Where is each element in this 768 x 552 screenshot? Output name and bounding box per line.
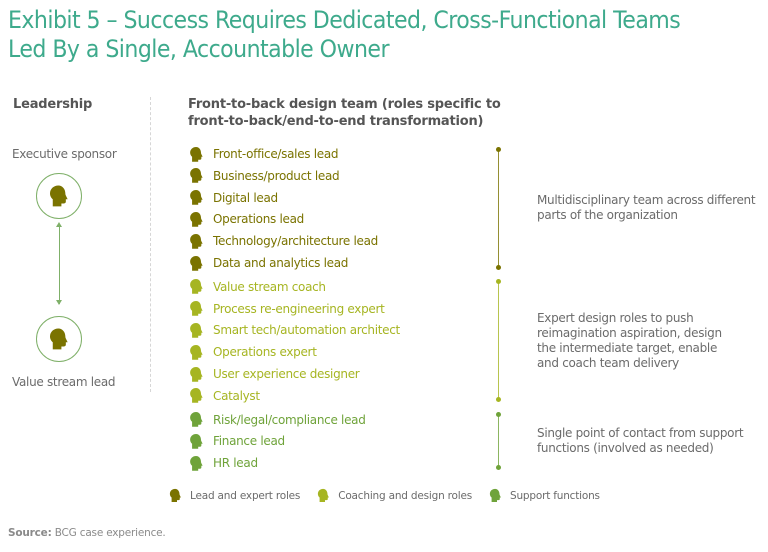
value-stream-lead-label: Value stream lead: [12, 375, 116, 389]
role-item: Operations lead: [188, 210, 304, 228]
legend-item-coaching: Coaching and design roles: [316, 488, 472, 503]
head-silhouette-icon: [488, 488, 503, 503]
role-item: Smart tech/automation architect: [188, 321, 400, 339]
role-label: Digital lead: [213, 190, 278, 205]
head-silhouette-icon: [188, 278, 205, 295]
bracket-dot: [495, 279, 501, 285]
role-label: Business/product lead: [213, 168, 340, 183]
role-item: Business/product lead: [188, 167, 340, 185]
role-item: Process re-engineering expert: [188, 300, 385, 318]
team-heading-bold: Front-to-back design team: [188, 97, 378, 112]
bracket-dot: [495, 264, 501, 270]
role-item: Digital lead: [188, 189, 278, 207]
leadership-heading: Leadership: [13, 97, 93, 112]
role-item: Risk/legal/compliance lead: [188, 411, 366, 429]
bracket-line: [498, 414, 499, 468]
column-divider: [150, 97, 151, 392]
head-silhouette-icon: [316, 488, 331, 503]
head-silhouette-icon: [188, 211, 205, 228]
legend-item-support: Support functions: [488, 488, 600, 503]
exhibit-title: Exhibit 5 – Success Requires Dedicated, …: [8, 6, 681, 63]
executive-sponsor-avatar: [36, 173, 82, 219]
group-description-lead: Multidisciplinary team across different …: [537, 193, 756, 222]
role-item: Catalyst: [188, 387, 260, 405]
role-label: Front-office/sales lead: [213, 147, 339, 161]
role-label: Operations lead: [213, 212, 304, 227]
bracket-dot: [495, 464, 501, 470]
head-silhouette-icon: [188, 167, 205, 184]
head-silhouette-icon: [188, 387, 205, 404]
role-label: Finance lead: [213, 434, 285, 449]
bracket-dot: [495, 397, 501, 403]
reporting-arrow-line: [59, 224, 60, 304]
bracket-line: [498, 281, 499, 400]
role-item: User experience designer: [188, 365, 360, 383]
team-heading-rest: (roles specific to front-to-back/end-to-…: [188, 97, 501, 129]
head-silhouette-icon: [188, 411, 205, 428]
head-silhouette-icon: [188, 189, 205, 206]
role-label: Value stream coach: [213, 279, 326, 294]
role-item: Front-office/sales lead: [188, 145, 339, 163]
role-label: Process re-engineering expert: [213, 301, 385, 316]
head-silhouette-icon: [188, 366, 205, 383]
role-label: Technology/architecture lead: [213, 234, 378, 249]
executive-sponsor-label: Executive sponsor: [12, 147, 117, 161]
value-stream-lead-avatar: [36, 316, 82, 362]
legend-label: Coaching and design roles: [338, 489, 473, 502]
role-label: Catalyst: [213, 388, 260, 403]
head-silhouette-icon: [168, 488, 183, 503]
team-heading: Front-to-back design team (roles specifi…: [188, 96, 508, 130]
role-label: Smart tech/automation architect: [213, 323, 400, 338]
legend-item-lead: Lead and expert roles: [168, 488, 300, 503]
head-silhouette-icon: [188, 300, 205, 317]
head-silhouette-icon: [188, 455, 205, 472]
arrow-down-icon: [56, 300, 62, 305]
legend-label: Lead and expert roles: [190, 489, 301, 502]
head-silhouette-icon: [188, 233, 205, 250]
bracket-dot: [495, 412, 501, 418]
head-silhouette-icon: [188, 433, 205, 450]
bracket-dot: [495, 146, 501, 152]
role-item: Operations expert: [188, 343, 317, 361]
group-description-support: Single point of contact from support fun…: [537, 425, 744, 455]
role-label: User experience designer: [213, 367, 360, 381]
role-label: Risk/legal/compliance lead: [213, 412, 366, 427]
role-label: Operations expert: [213, 345, 317, 360]
head-silhouette-icon: [188, 322, 205, 339]
bracket-line: [498, 149, 499, 267]
role-item: Finance lead: [188, 432, 285, 450]
source-note: Source: BCG case experience.: [8, 527, 166, 539]
arrow-up-icon: [56, 222, 62, 227]
head-silhouette-icon: [188, 146, 205, 163]
head-silhouette-icon: [47, 327, 71, 351]
head-silhouette-icon: [47, 184, 71, 208]
source-text: BCG case experience.: [51, 527, 166, 539]
role-item: Value stream coach: [188, 278, 326, 296]
group-description-coaching: Expert design roles to push reimaginatio…: [537, 310, 722, 370]
role-item: HR lead: [188, 454, 258, 472]
source-label: Source:: [8, 527, 52, 539]
role-item: Technology/architecture lead: [188, 232, 378, 250]
role-label: HR lead: [213, 456, 258, 471]
legend: Lead and expert roles Coaching and desig…: [168, 488, 616, 503]
head-silhouette-icon: [188, 344, 205, 361]
head-silhouette-icon: [188, 255, 205, 272]
role-label: Data and analytics lead: [213, 256, 349, 270]
legend-label: Support functions: [510, 489, 600, 502]
role-item: Data and analytics lead: [188, 254, 348, 272]
